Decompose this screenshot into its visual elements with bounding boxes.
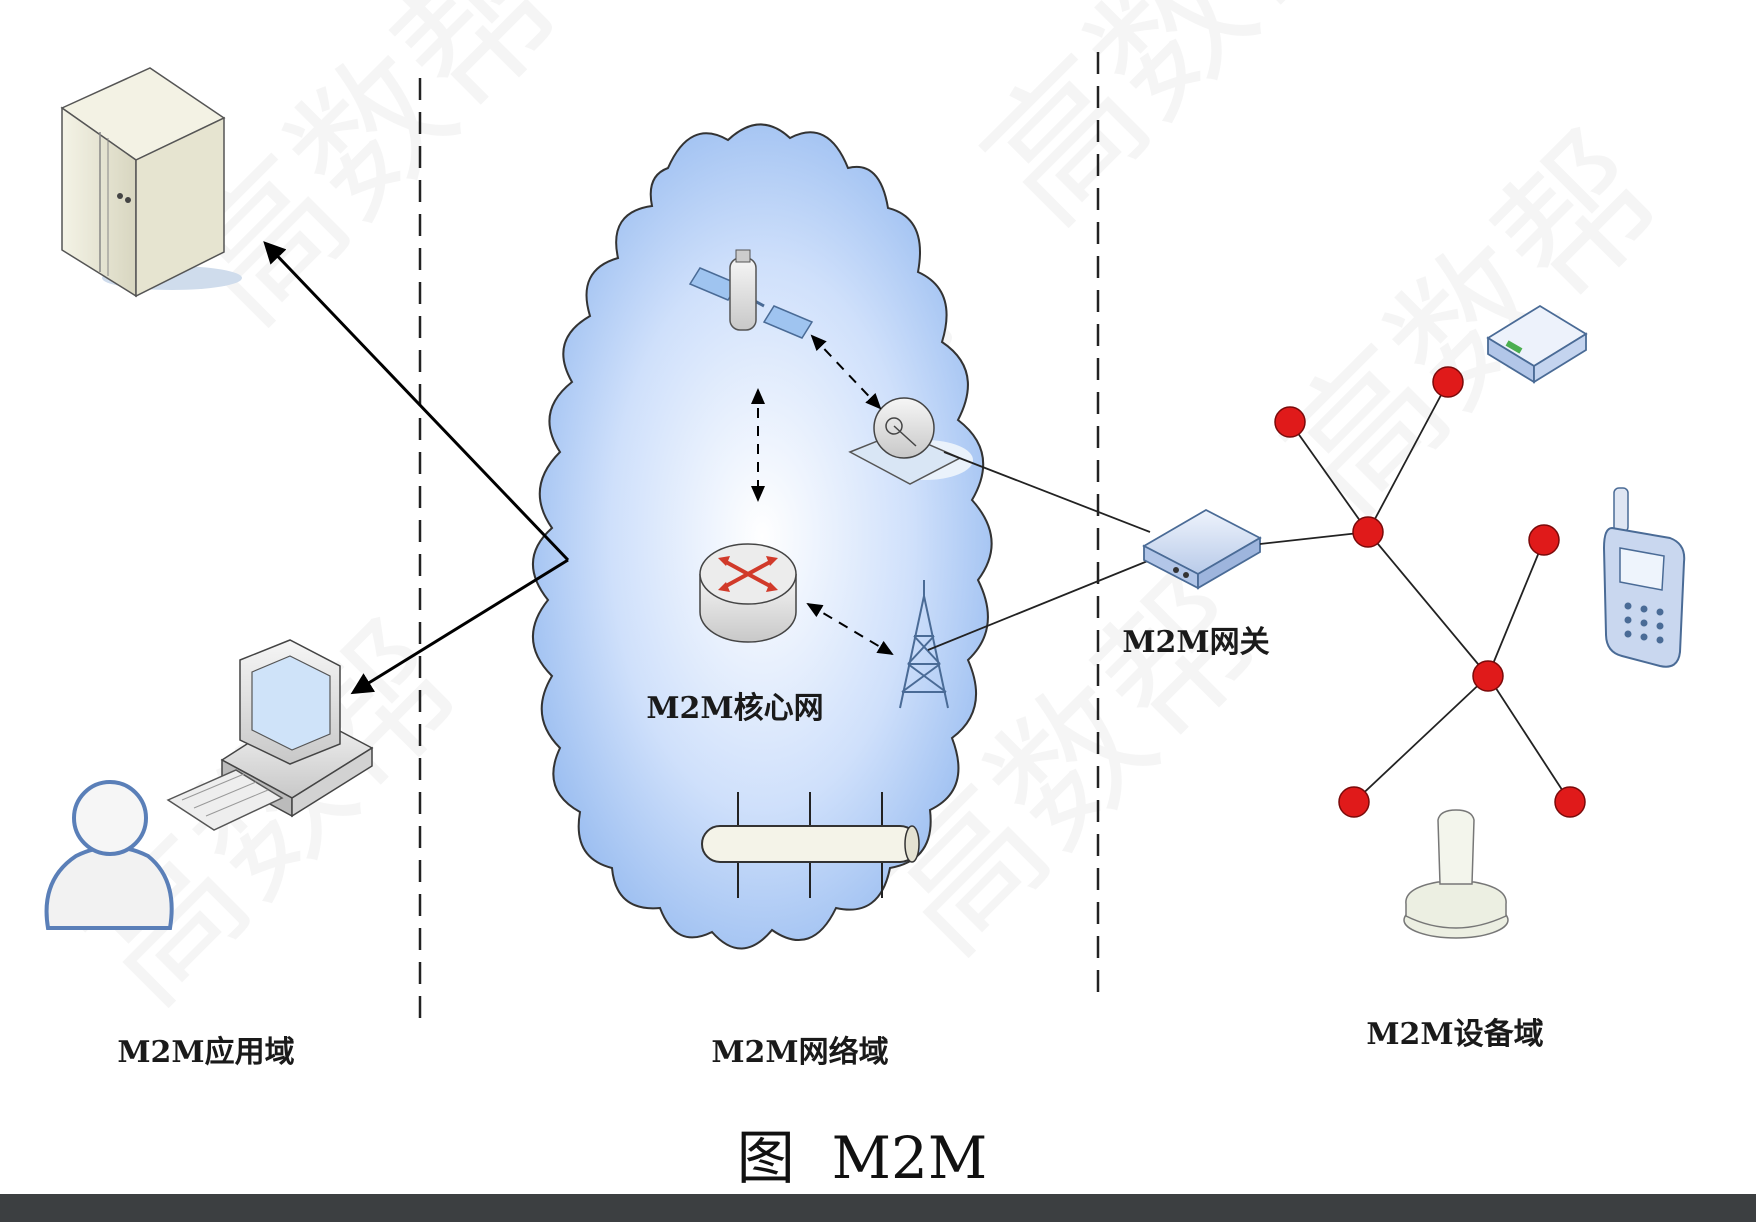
m2m-architecture-diagram: 高数帮 高数帮 高数帮 高数帮 高数帮 高数帮 [44, 0, 1693, 1192]
link-gateway-hub [1259, 531, 1369, 545]
device-node [1528, 524, 1560, 556]
core-network-cloud [532, 123, 993, 950]
bottom-toolbar-bar [0, 1194, 1756, 1222]
watermark-text: 高数帮 [952, 0, 1393, 255]
core-network-label: M2M核心网 [646, 691, 823, 726]
watermark-text: 高数帮 [1252, 104, 1693, 545]
arrow-to-workstation [350, 558, 569, 695]
device-network-nodes [1274, 366, 1586, 818]
user-icon [44, 780, 174, 930]
zone-label-net: M2M网络域 [711, 1035, 888, 1070]
arrow-to-server [263, 241, 570, 562]
modem-icon [1486, 304, 1588, 384]
device-node [1472, 660, 1504, 692]
device-node [1432, 366, 1464, 398]
server-icon [60, 67, 242, 298]
device-node [1352, 516, 1384, 548]
radio-tower-icon [899, 580, 949, 709]
workstation-icon [166, 639, 374, 831]
figure-caption: 图 M2M [737, 1124, 988, 1192]
device-node [1338, 786, 1370, 818]
link-tower-gateway [927, 555, 1161, 651]
device-network [1289, 381, 1571, 803]
mobile-phone-icon [1602, 487, 1686, 668]
gateway-icon [1142, 508, 1262, 590]
zone-label-dev: M2M设备域 [1366, 1017, 1543, 1052]
zone-label-app: M2M应用域 [117, 1035, 294, 1070]
sensor-icon [1403, 809, 1509, 939]
device-node [1274, 406, 1306, 438]
arrow-router-tower [806, 602, 894, 656]
pipe-icon [701, 792, 920, 898]
router-icon [699, 543, 797, 643]
link-dish-gateway [943, 451, 1151, 533]
satellite-dish-icon [848, 397, 973, 485]
device-node [1554, 786, 1586, 818]
gateway-label: M2M网关 [1122, 625, 1269, 660]
satellite-icon [688, 249, 814, 339]
